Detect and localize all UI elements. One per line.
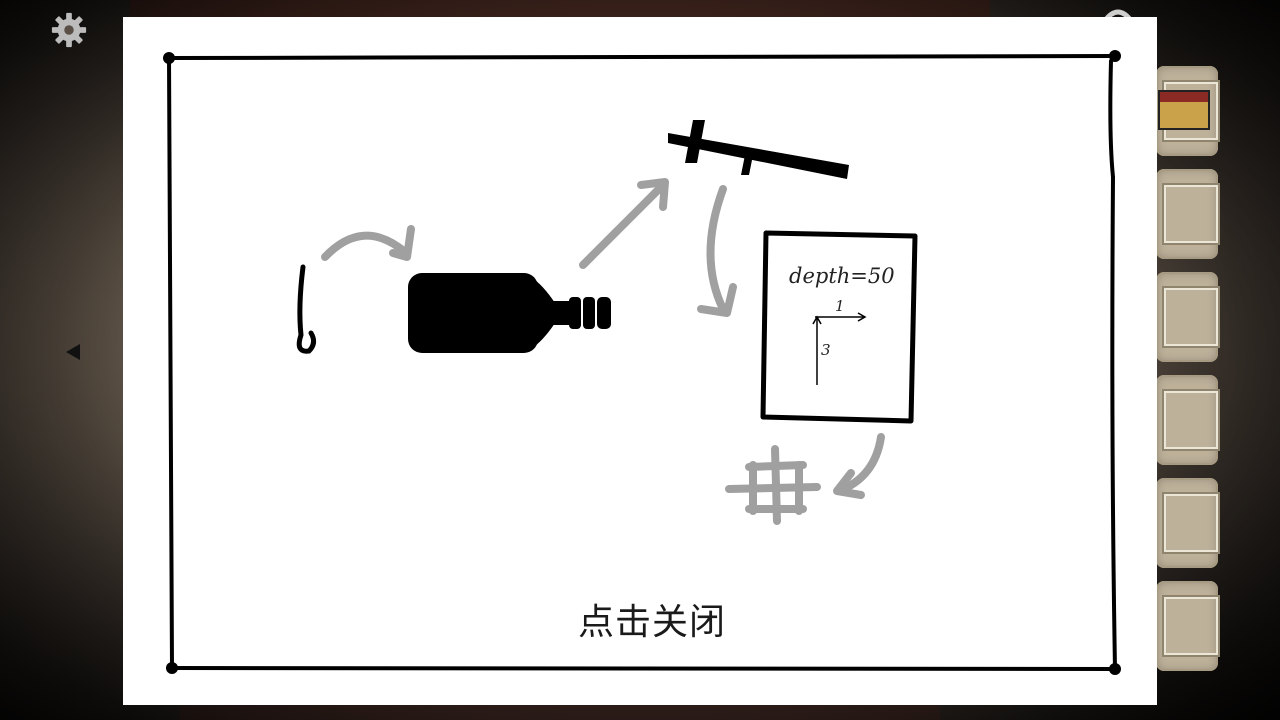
- tap-to-close-label[interactable]: 点击关闭: [577, 602, 726, 643]
- arrow-icon: [697, 185, 737, 317]
- slot-frame: [1164, 494, 1218, 552]
- clue-sketch: depth=50 1 3: [163, 50, 1121, 675]
- tool-icon: [668, 120, 849, 179]
- inventory-slot[interactable]: [1156, 581, 1218, 671]
- slot-frame: [1164, 391, 1218, 449]
- arrow-icon: [579, 178, 669, 269]
- red-yellow-box-item[interactable]: [1158, 90, 1210, 130]
- inventory-slot[interactable]: [1156, 478, 1218, 568]
- bottle-icon: [408, 273, 611, 353]
- border-corners: [163, 50, 1121, 675]
- paper-border: [167, 54, 1117, 671]
- arrow-icon: [321, 225, 415, 261]
- slot-frame: [1164, 597, 1218, 655]
- note-arrow-h-label: 1: [835, 297, 845, 315]
- inventory-slot[interactable]: [1156, 169, 1218, 259]
- arrow-icon: [833, 433, 885, 499]
- inventory-bar: [1140, 62, 1220, 682]
- note-arrow-v-label: 3: [821, 341, 831, 359]
- note-box: depth=50 1 3: [760, 230, 918, 424]
- hook-icon: [296, 264, 317, 354]
- clue-paper[interactable]: depth=50 1 3 点击: [123, 17, 1157, 705]
- gear-icon[interactable]: [50, 11, 88, 49]
- inventory-slot[interactable]: [1156, 272, 1218, 362]
- note-depth-text: depth=50: [789, 264, 895, 288]
- grid-symbol-icon: [725, 445, 821, 525]
- inventory-slot[interactable]: [1156, 375, 1218, 465]
- slot-frame: [1164, 288, 1218, 346]
- left-arrow-icon[interactable]: [62, 340, 84, 364]
- slot-frame: [1164, 185, 1218, 243]
